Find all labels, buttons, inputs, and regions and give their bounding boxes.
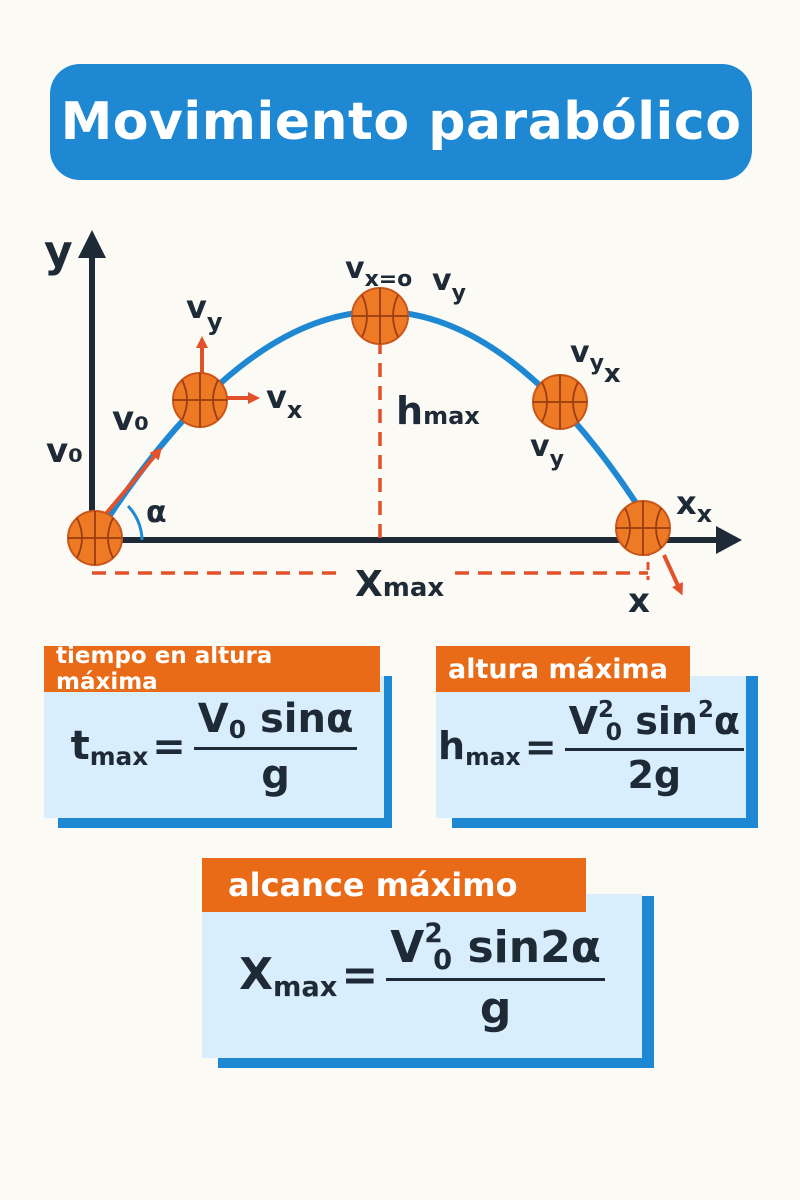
height-max-tag: altura máxima bbox=[436, 646, 690, 692]
xmax-label: Xmax bbox=[355, 564, 444, 605]
formula-numerator: V0 sinα bbox=[193, 696, 358, 750]
v0-axis-label: v₀ bbox=[46, 431, 83, 471]
time-max-tag: tiempo en altura máxima bbox=[44, 643, 380, 695]
formula-fraction: V20 sin2α 2g bbox=[564, 697, 744, 797]
formula-fraction: V0 sinα g bbox=[193, 696, 358, 798]
formula-equals: = bbox=[152, 724, 186, 770]
vx-label-left: vx bbox=[266, 378, 303, 424]
range-max-tag: alcance máximo bbox=[202, 858, 586, 912]
range-max-card: Xmax = V20 sin2α g alcance máximo bbox=[202, 858, 654, 1068]
x-end-label: x bbox=[628, 581, 650, 621]
height-max-card: hmax = V20 sin2α 2g altura máxima bbox=[436, 646, 758, 828]
page-title: Movimiento parabólico bbox=[60, 92, 742, 152]
alpha-label: α bbox=[146, 495, 167, 530]
top-vx-label: vx=o bbox=[345, 251, 412, 292]
right-vy-x-label: vyx bbox=[570, 335, 621, 389]
formula-lhs: Xmax bbox=[239, 949, 338, 1003]
x-axis-arrowhead bbox=[716, 526, 742, 554]
basketball-icon bbox=[351, 287, 409, 345]
top-vy-label: vy bbox=[432, 263, 466, 306]
title-banner: Movimiento parabólico bbox=[50, 64, 752, 180]
y-axis-arrowhead bbox=[78, 230, 106, 258]
y-axis bbox=[78, 230, 106, 540]
basketball-icon bbox=[615, 500, 671, 556]
card-panel: Xmax = V20 sin2α g bbox=[202, 894, 642, 1058]
y-axis-label: y bbox=[44, 226, 73, 277]
card-panel: hmax = V20 sin2α 2g bbox=[436, 676, 746, 818]
formula-lhs: hmax bbox=[438, 723, 521, 771]
right-vy-label: vy bbox=[530, 429, 564, 472]
card-panel: tmax = V0 sinα g bbox=[44, 676, 384, 818]
hmax-label: hmax bbox=[396, 389, 480, 433]
formula-denominator: 2g bbox=[627, 752, 682, 797]
formula-equals: = bbox=[524, 725, 557, 769]
formula-fraction: V20 sin2α g bbox=[386, 918, 605, 1034]
formula-lhs: tmax bbox=[70, 722, 149, 772]
formula-denominator: g bbox=[479, 982, 512, 1034]
formula-numerator: V20 sin2α bbox=[386, 918, 605, 981]
range-max-formula: Xmax = V20 sin2α g bbox=[239, 918, 605, 1034]
time-max-formula: tmax = V0 sinα g bbox=[70, 696, 358, 798]
formula-numerator: V20 sin2α bbox=[564, 697, 744, 751]
basketball-icon bbox=[532, 374, 588, 430]
formula-equals: = bbox=[341, 950, 379, 1002]
landing-vector-arrow bbox=[662, 554, 683, 596]
angle-arc bbox=[126, 504, 144, 541]
formula-denominator: g bbox=[261, 751, 290, 798]
v0-vector-label: v₀ bbox=[112, 399, 149, 439]
projectile-diagram: y v₀ α v₀ vy vx vx=o vy hmax vyx vy xx X… bbox=[44, 226, 742, 621]
xx-label: xx bbox=[676, 484, 713, 528]
v0-vector-arrow bbox=[102, 447, 162, 518]
basketball-icon bbox=[67, 510, 123, 566]
basketball-icon bbox=[172, 372, 228, 428]
height-max-formula: hmax = V20 sin2α 2g bbox=[438, 697, 744, 797]
time-max-card: tmax = V0 sinα g tiempo en altura máxima bbox=[44, 643, 396, 828]
vy-label-left: vy bbox=[186, 288, 223, 336]
